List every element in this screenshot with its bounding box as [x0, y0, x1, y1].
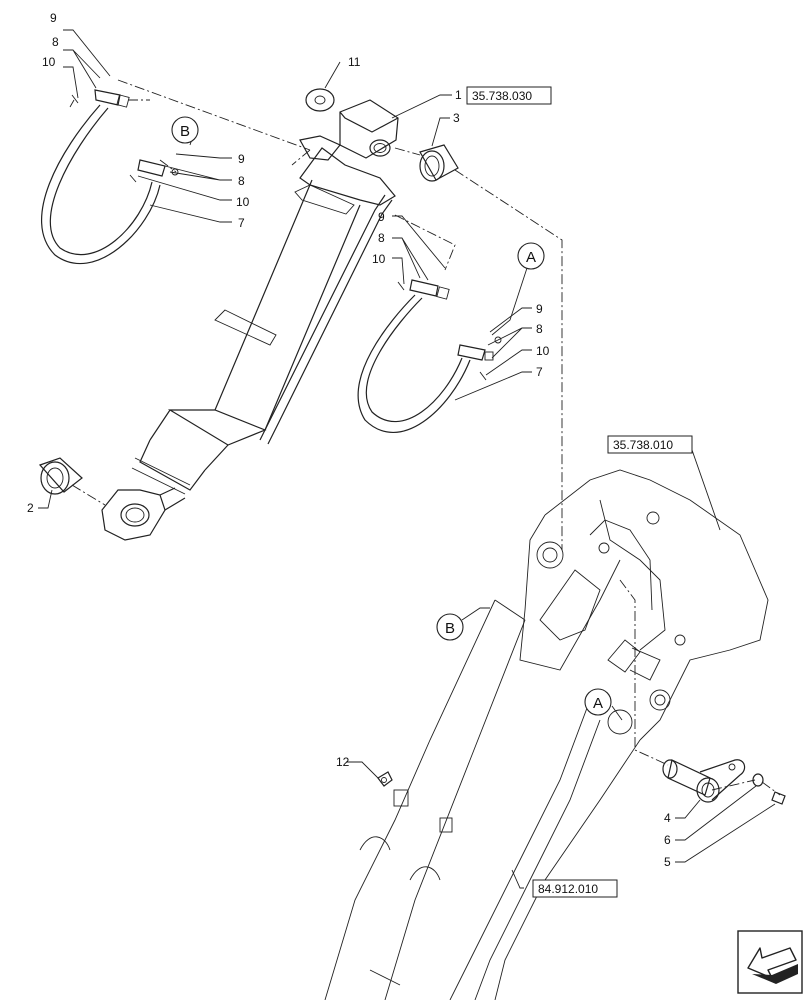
label-6: 6 — [664, 833, 671, 847]
ref-boom-text: 84.912.010 — [538, 882, 598, 896]
bolt-part-5 — [771, 791, 786, 805]
marker-b-boom: B — [436, 613, 464, 641]
pin-part-4 — [662, 759, 746, 803]
label-8-right: 8 — [536, 322, 543, 336]
label-4: 4 — [664, 811, 671, 825]
label-7-right: 7 — [536, 365, 543, 379]
label-9-left: 9 — [238, 152, 245, 166]
centerline-top — [117, 79, 311, 166]
label-10-mid: 10 — [372, 252, 386, 266]
grease-nipple-part-12 — [377, 771, 393, 787]
centerline-right-hose — [394, 214, 456, 271]
ref-box-bracket[interactable]: 35.738.010 — [607, 435, 693, 454]
label-3: 3 — [453, 111, 460, 125]
ref-box-boom[interactable]: 84.912.010 — [532, 879, 618, 898]
ref-bracket-text: 35.738.010 — [613, 438, 673, 452]
label-9-mid: 9 — [378, 210, 385, 224]
centerline-left-fitting — [128, 99, 177, 173]
ref-cylinder-text: 35.738.030 — [472, 89, 532, 103]
svg-text:B: B — [180, 123, 190, 140]
svg-text:A: A — [593, 695, 603, 712]
part-labels: 9 8 10 11 1 3 9 8 10 7 9 8 10 9 8 10 7 2… — [27, 11, 671, 869]
hose-right — [357, 279, 502, 433]
marker-a-top: A — [517, 242, 545, 270]
ref-box-cylinder[interactable]: 35.738.030 — [466, 86, 552, 105]
label-7-left: 7 — [238, 216, 245, 230]
label-8-top: 8 — [52, 35, 59, 49]
hose-left — [41, 89, 179, 265]
marker-b-top: B — [171, 116, 199, 144]
label-10-top: 10 — [42, 55, 56, 69]
svg-text:A: A — [526, 249, 536, 266]
label-8-left: 8 — [238, 174, 245, 188]
svg-text:B: B — [445, 620, 455, 637]
label-1: 1 — [455, 88, 462, 102]
label-12: 12 — [336, 755, 350, 769]
label-10-left: 10 — [236, 195, 250, 209]
label-8-mid: 8 — [378, 231, 385, 245]
label-9-top: 9 — [50, 11, 57, 25]
label-11: 11 — [348, 55, 361, 69]
centerline-pin — [619, 579, 781, 796]
centerline-rod-bushing — [71, 484, 106, 506]
label-10-right: 10 — [536, 344, 550, 358]
navigation-arrow-icon[interactable] — [737, 930, 803, 994]
label-9-right: 9 — [536, 302, 543, 316]
bushing-part-3 — [419, 144, 459, 182]
bushing-part-2 — [38, 457, 83, 495]
centerline-cyl-bracket — [394, 147, 563, 550]
label-5: 5 — [664, 855, 671, 869]
marker-a-boom: A — [584, 688, 612, 716]
washer-part-6 — [752, 773, 764, 787]
label-2: 2 — [27, 501, 34, 515]
washer-part-11 — [305, 88, 335, 112]
boom-assembly — [324, 469, 769, 1000]
hydraulic-cylinder — [101, 99, 399, 541]
leader-lines — [38, 29, 776, 889]
